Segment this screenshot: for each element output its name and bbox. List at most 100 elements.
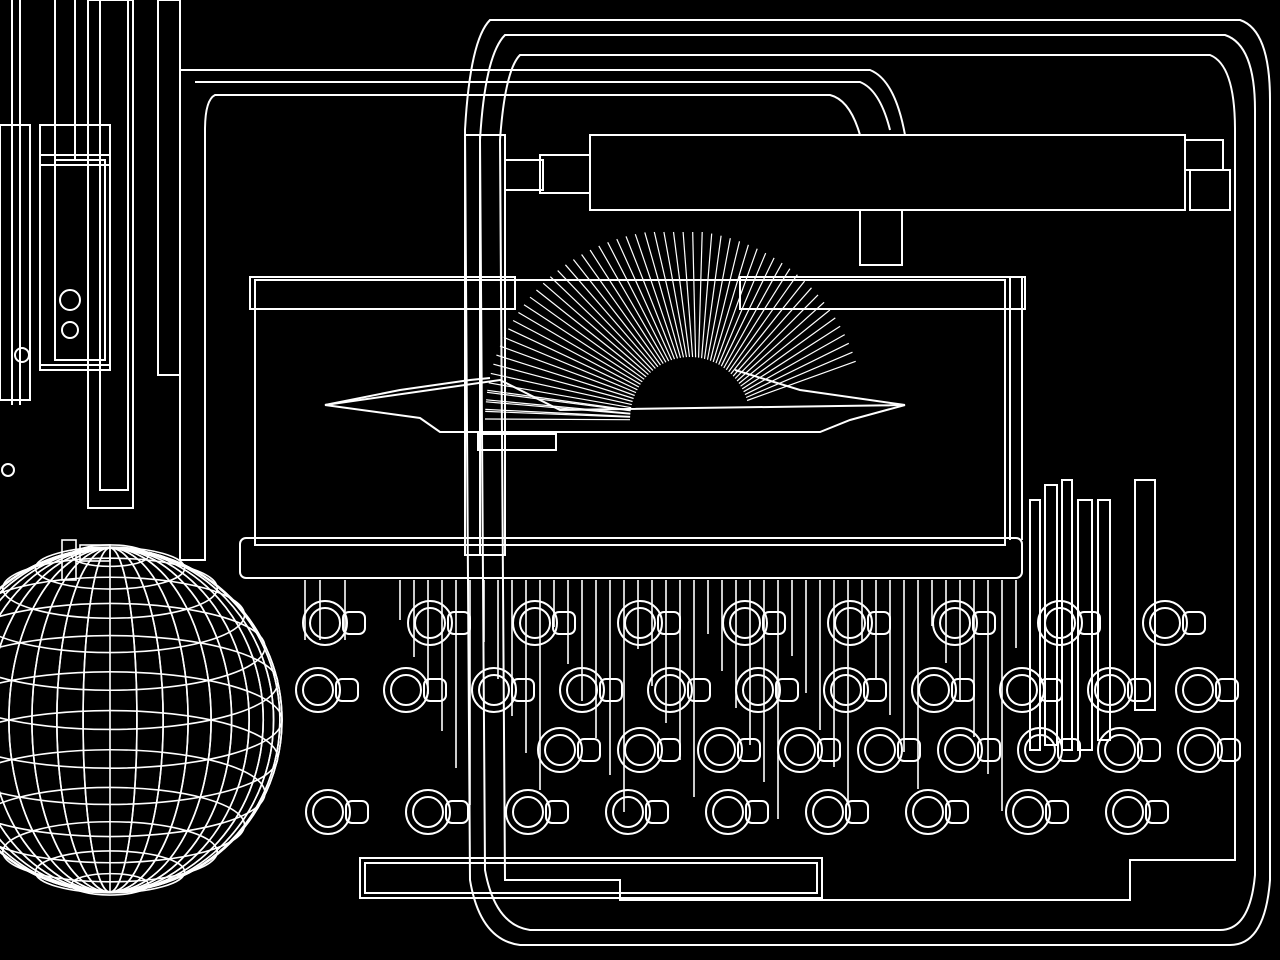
globe-longitude	[0, 547, 265, 893]
key-cap	[617, 600, 663, 646]
globe-grid	[0, 544, 283, 896]
key-cap	[857, 727, 903, 773]
key-stem	[817, 738, 841, 762]
key-stem	[1127, 678, 1151, 702]
key-cap-inner	[414, 607, 446, 639]
typebar	[701, 233, 713, 359]
key-stem	[511, 678, 535, 702]
platen-knob-right-lower	[1189, 169, 1231, 211]
globe-latitude	[70, 872, 150, 896]
key-stem	[657, 738, 681, 762]
key-stem	[775, 678, 799, 702]
front-frame	[254, 279, 1006, 546]
key-cap-inner	[612, 796, 644, 828]
typebar	[736, 301, 825, 382]
segment-plate-left-wing	[324, 377, 491, 406]
typebar	[512, 319, 640, 388]
typebar	[709, 241, 741, 361]
typebar	[529, 296, 645, 380]
typebar	[706, 238, 731, 360]
key-cap-inner	[1012, 796, 1044, 828]
key-stem	[977, 738, 1001, 762]
typebar	[692, 231, 697, 358]
key-cap	[407, 600, 453, 646]
support-column-left	[464, 134, 506, 556]
key-cap-inner	[1182, 674, 1214, 706]
body-shell-outer	[463, 19, 1271, 946]
key-cap	[777, 727, 823, 773]
typebar	[503, 336, 637, 394]
key-cap	[911, 667, 957, 713]
typewriter	[0, 0, 1271, 946]
typebar	[746, 360, 856, 402]
side-bolt-3	[14, 347, 30, 363]
key-cap	[827, 600, 873, 646]
key-stem	[445, 800, 469, 824]
right-rods	[1029, 479, 1156, 751]
key-cap	[512, 600, 558, 646]
key-stem	[745, 800, 769, 824]
globe-longitude	[0, 547, 265, 893]
key-cap-inner	[412, 796, 444, 828]
key-cap-inner	[309, 607, 341, 639]
front-frame-bottom-bar	[239, 537, 1023, 579]
globe-wireframe	[0, 539, 283, 896]
key-stem	[1182, 611, 1206, 635]
typebar	[715, 248, 758, 364]
key-cap-inner	[742, 674, 774, 706]
key-cap-inner	[830, 674, 862, 706]
key-cap	[302, 600, 348, 646]
typebar	[508, 328, 638, 391]
typebar	[703, 235, 722, 359]
key-cap-inner	[544, 734, 576, 766]
key-cap-inner	[939, 607, 971, 639]
typebar	[564, 264, 656, 369]
key-cap-inner	[864, 734, 896, 766]
side-panel-left-6	[0, 124, 31, 401]
key-cap-inner	[918, 674, 950, 706]
key-cap	[905, 789, 951, 835]
key-cap-inner	[1112, 796, 1144, 828]
globe-latitude	[0, 634, 279, 731]
typebar	[581, 254, 661, 366]
rod-6	[1029, 499, 1041, 751]
typebar	[572, 259, 659, 368]
typebar	[536, 289, 647, 378]
platen-knob-right	[1184, 139, 1224, 171]
key-stem	[867, 611, 891, 635]
rod-1	[1044, 484, 1058, 746]
key-stem	[972, 611, 996, 635]
key-cap-inner	[712, 796, 744, 828]
typebar	[490, 372, 632, 406]
key-cap-inner	[912, 796, 944, 828]
key-stem	[945, 800, 969, 824]
key-cap	[722, 600, 768, 646]
key-cap	[383, 667, 429, 713]
typebar	[496, 354, 634, 400]
key-cap	[1097, 727, 1143, 773]
typebar	[487, 389, 631, 411]
key-cap-inner	[566, 674, 598, 706]
front-frame-top-bar-left	[249, 276, 516, 310]
key-cap	[471, 667, 517, 713]
typebar	[745, 351, 853, 399]
key-cap	[559, 667, 605, 713]
key-cap	[697, 727, 743, 773]
key-cap	[705, 789, 751, 835]
key-cap	[605, 789, 651, 835]
key-stem	[342, 611, 366, 635]
globe-outline	[0, 547, 283, 893]
key-cap-inner	[944, 734, 976, 766]
globe-latitude	[1, 820, 219, 883]
key-stem	[1217, 738, 1241, 762]
key-cap-inner	[624, 607, 656, 639]
key-cap-inner	[312, 796, 344, 828]
typebar	[720, 257, 775, 367]
globe-longitude	[0, 547, 233, 893]
space-bar-inner	[364, 862, 818, 894]
key-stem	[1045, 800, 1069, 824]
key-cap-inner	[1149, 607, 1181, 639]
typebar	[634, 234, 679, 359]
space-bar	[359, 857, 823, 899]
